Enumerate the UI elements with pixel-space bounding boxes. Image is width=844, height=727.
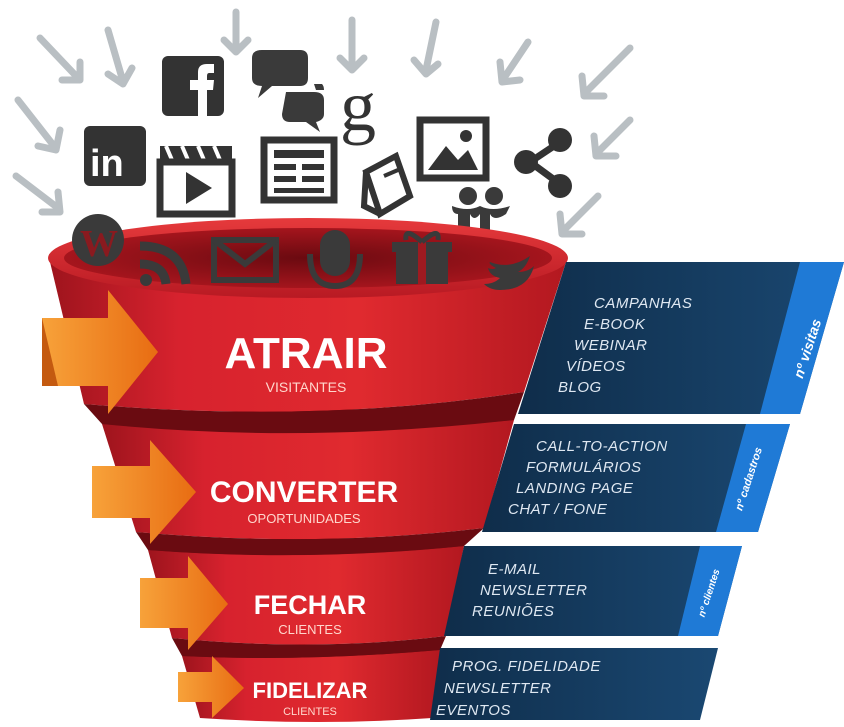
items-atrair: CAMPANHAS E-BOOK WEBINAR VÍDEOS BLOG (558, 295, 692, 396)
arrow-icon (496, 38, 532, 86)
wordpress-icon: W (72, 214, 124, 266)
list-item: BLOG (558, 379, 602, 396)
stage-subtitle: OPORTUNIDADES (247, 511, 360, 526)
image-icon (416, 116, 490, 182)
list-item: WEBINAR (574, 337, 648, 354)
list-item: EVENTOS (436, 702, 511, 719)
list-item: NEWSLETTER (480, 582, 588, 599)
video-icon (156, 145, 236, 218)
twitter-icon (484, 256, 534, 290)
list-item: VÍDEOS (566, 358, 626, 375)
arrow-converter (92, 440, 196, 544)
panel-fidelizar (430, 648, 718, 720)
list-item: REUNIÕES (472, 603, 554, 620)
list-item: CALL-TO-ACTION (536, 438, 668, 455)
stage-subtitle: CLIENTES (283, 706, 337, 718)
arrow-icon (590, 116, 634, 160)
list-item: FORMULÁRIOS (526, 459, 642, 476)
stage-title: ATRAIR (225, 329, 388, 378)
arrow-icon (36, 34, 84, 84)
stage-subtitle: CLIENTES (278, 622, 342, 637)
arrow-icon (14, 96, 64, 154)
list-item: E-BOOK (584, 316, 646, 333)
list-item: CHAT / FONE (508, 501, 608, 518)
arrow-fidelizar (178, 656, 244, 718)
arrow-icon (336, 16, 368, 74)
list-item: LANDING PAGE (516, 480, 634, 497)
arrow-atrair (42, 290, 158, 414)
stage-title: FECHAR (254, 590, 367, 620)
gift-icon (392, 231, 452, 284)
stage-subtitle: VISITANTES (266, 379, 347, 395)
linkedin-icon: in (84, 126, 146, 186)
list-item: NEWSLETTER (444, 680, 552, 697)
items-fechar: E-MAIL NEWSLETTER REUNIÕES (472, 561, 588, 620)
items-converter: CALL-TO-ACTION FORMULÁRIOS LANDING PAGE … (508, 438, 668, 518)
svg-text:W: W (80, 223, 118, 265)
ebook-icon (360, 151, 414, 219)
list-item: CAMPANHAS (594, 295, 692, 312)
article-icon (260, 136, 338, 204)
arrow-icon (220, 8, 252, 56)
arrow-icon (12, 172, 64, 216)
rss-icon (139, 241, 191, 286)
svg-text:in: in (90, 143, 124, 185)
stage-title: CONVERTER (210, 476, 399, 509)
panel-fechar (444, 546, 742, 636)
panel-converter (482, 424, 790, 532)
stage-title: FIDELIZAR (253, 678, 368, 703)
svg-text:g: g (340, 66, 376, 146)
arrow-icon (104, 26, 136, 88)
facebook-icon (162, 56, 224, 116)
email-icon (211, 237, 279, 283)
panel-atrair (518, 262, 844, 414)
list-item: E-MAIL (488, 561, 541, 578)
arrow-icon (578, 44, 634, 100)
list-item: PROG. FIDELIDADE (452, 658, 601, 675)
arrow-fechar (140, 556, 228, 650)
share-icon (514, 128, 572, 198)
chat-icon (252, 50, 324, 132)
arrow-icon (556, 192, 602, 238)
arrow-icon (410, 18, 442, 78)
google-icon: g (340, 66, 376, 146)
podcast-icon (307, 230, 363, 290)
items-fidelizar: PROG. FIDELIDADE NEWSLETTER EVENTOS (436, 658, 601, 719)
incoming-arrows (12, 8, 634, 238)
